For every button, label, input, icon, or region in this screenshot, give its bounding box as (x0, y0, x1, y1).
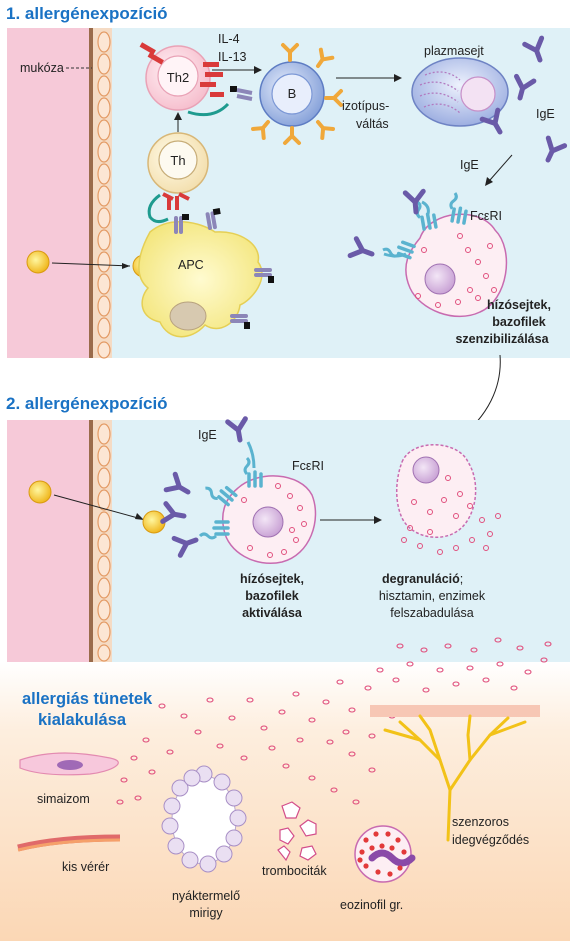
label-b: B (287, 86, 297, 101)
label-degr-1: degranuláció; (382, 572, 463, 586)
granules (401, 475, 501, 555)
cytokine-icons (139, 42, 224, 97)
apc-cell (138, 220, 263, 338)
label-mirigy-1: nyáktermelő (171, 889, 241, 903)
label-act-1: hízósejtek, (240, 572, 304, 586)
apc-nucleus (169, 301, 207, 331)
label-degr-3: felszabadulása (390, 606, 474, 620)
label-ige-right: IgE (536, 107, 555, 121)
sensory-surface (370, 705, 540, 717)
label-ige-arrow: IgE (460, 158, 479, 172)
label-fceri-1: FcεRI (470, 209, 502, 223)
label-ige-2: IgE (198, 428, 217, 442)
platelet-icons (277, 801, 317, 862)
epithelium-cells-1 (97, 31, 111, 359)
label-eozinofil: eozinofil gr. (340, 898, 404, 912)
label-simaizom: simaizom (37, 792, 90, 806)
label-degr-2: hisztamin, enzimek (378, 589, 486, 603)
label-act-2: bazofilek (245, 589, 299, 603)
released-granules (116, 637, 552, 805)
label-apc: APC (178, 258, 204, 272)
label-th2: Th2 (166, 70, 190, 85)
label-degr-1-bold: degranuláció (382, 572, 460, 586)
label-act-3: aktiválása (242, 606, 302, 620)
label-kisverer: kis vérér (62, 860, 110, 874)
nerve-ending-icon (383, 714, 527, 842)
label-mirigy-2: mirigy (189, 906, 223, 920)
tcr-icon (162, 192, 190, 210)
degranulating-cell (396, 444, 477, 539)
section3-title-line1: allergiás tünetek (22, 690, 153, 708)
pollen-allergen-icon (28, 480, 52, 504)
label-th: Th (170, 153, 186, 168)
label-izotipus-2: váltás (356, 117, 389, 131)
label-il13: IL-13 (218, 50, 247, 64)
label-sens-1: hízósejtek, (487, 298, 551, 312)
label-trombocitak: trombociták (262, 864, 327, 878)
label-szenz-1: szenzoros (452, 815, 509, 829)
label-degr-1-semicolon: ; (459, 572, 464, 586)
label-mukoza: mukóza (20, 61, 64, 75)
small-vessel-icon (17, 834, 121, 852)
label-szenz-2: idegvégződés (452, 833, 530, 847)
section1-title: 1. allergénexpozíció (6, 4, 168, 23)
label-fceri-2: FcεRI (292, 459, 324, 473)
label-sens-2: bazofilek (492, 315, 546, 329)
section3-title-line2: kialakulása (38, 711, 127, 729)
label-plazmasejt: plazmasejt (424, 44, 484, 58)
mucus-gland-icon (161, 765, 247, 873)
section2-title: 2. allergénexpozíció (6, 394, 168, 413)
pollen-allergen-icon (26, 250, 50, 274)
label-izotipus-1: izotípus- (342, 99, 390, 113)
label-sens-3: szenzibilizálása (455, 332, 549, 346)
epithelium-cells-2 (97, 423, 111, 662)
label-il4: IL-4 (218, 32, 240, 46)
